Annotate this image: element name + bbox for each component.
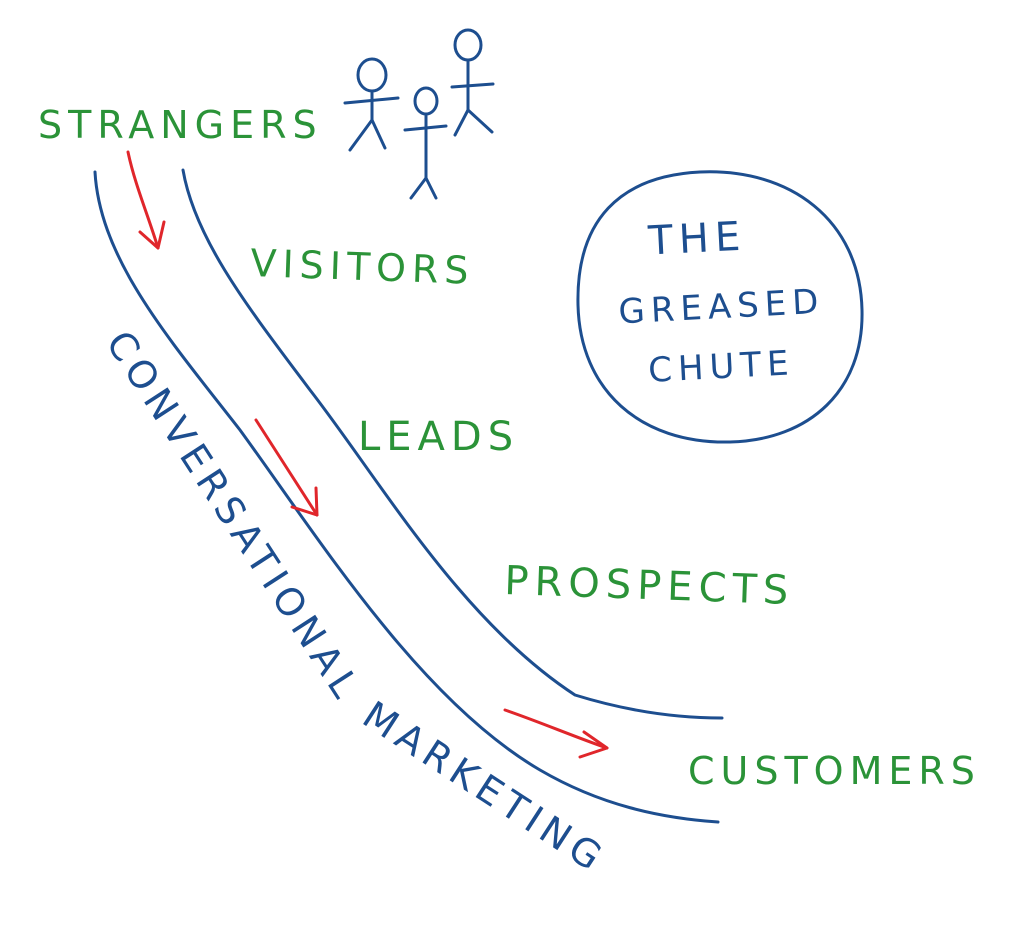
stage-label-prospects: PROSPECTS <box>504 558 795 614</box>
stage-label-visitors: VISITORS <box>250 241 476 293</box>
stick-figures <box>343 28 495 200</box>
stage-label-customers: CUSTOMERS <box>688 749 981 793</box>
stick-figure-icon <box>343 57 400 152</box>
title-bubble-outline <box>576 170 864 444</box>
flow-arrows <box>126 150 609 759</box>
right-arrow-icon <box>503 708 609 759</box>
stage-label-strangers: STRANGERS <box>38 103 323 147</box>
stick-figure-icon <box>403 86 448 200</box>
down-arrow-icon <box>126 150 166 250</box>
chute-outer-wall <box>93 170 720 824</box>
stage-label-leads: LEADS <box>358 414 519 460</box>
title-bubble: THE GREASED CHUTE <box>576 170 864 444</box>
down-arrow-icon <box>254 418 319 517</box>
title-line-3: CHUTE <box>647 343 795 391</box>
stage-labels: STRANGERS VISITORS LEADS PROSPECTS CUSTO… <box>38 103 981 793</box>
title-line-1: THE <box>646 213 747 264</box>
stick-figure-icon <box>450 28 495 137</box>
chute-inner-wall <box>181 168 724 720</box>
title-line-2: GREASED <box>618 282 826 333</box>
chute <box>93 168 724 824</box>
chute-label-line-1: CONVERSATIONAL <box>97 323 370 710</box>
